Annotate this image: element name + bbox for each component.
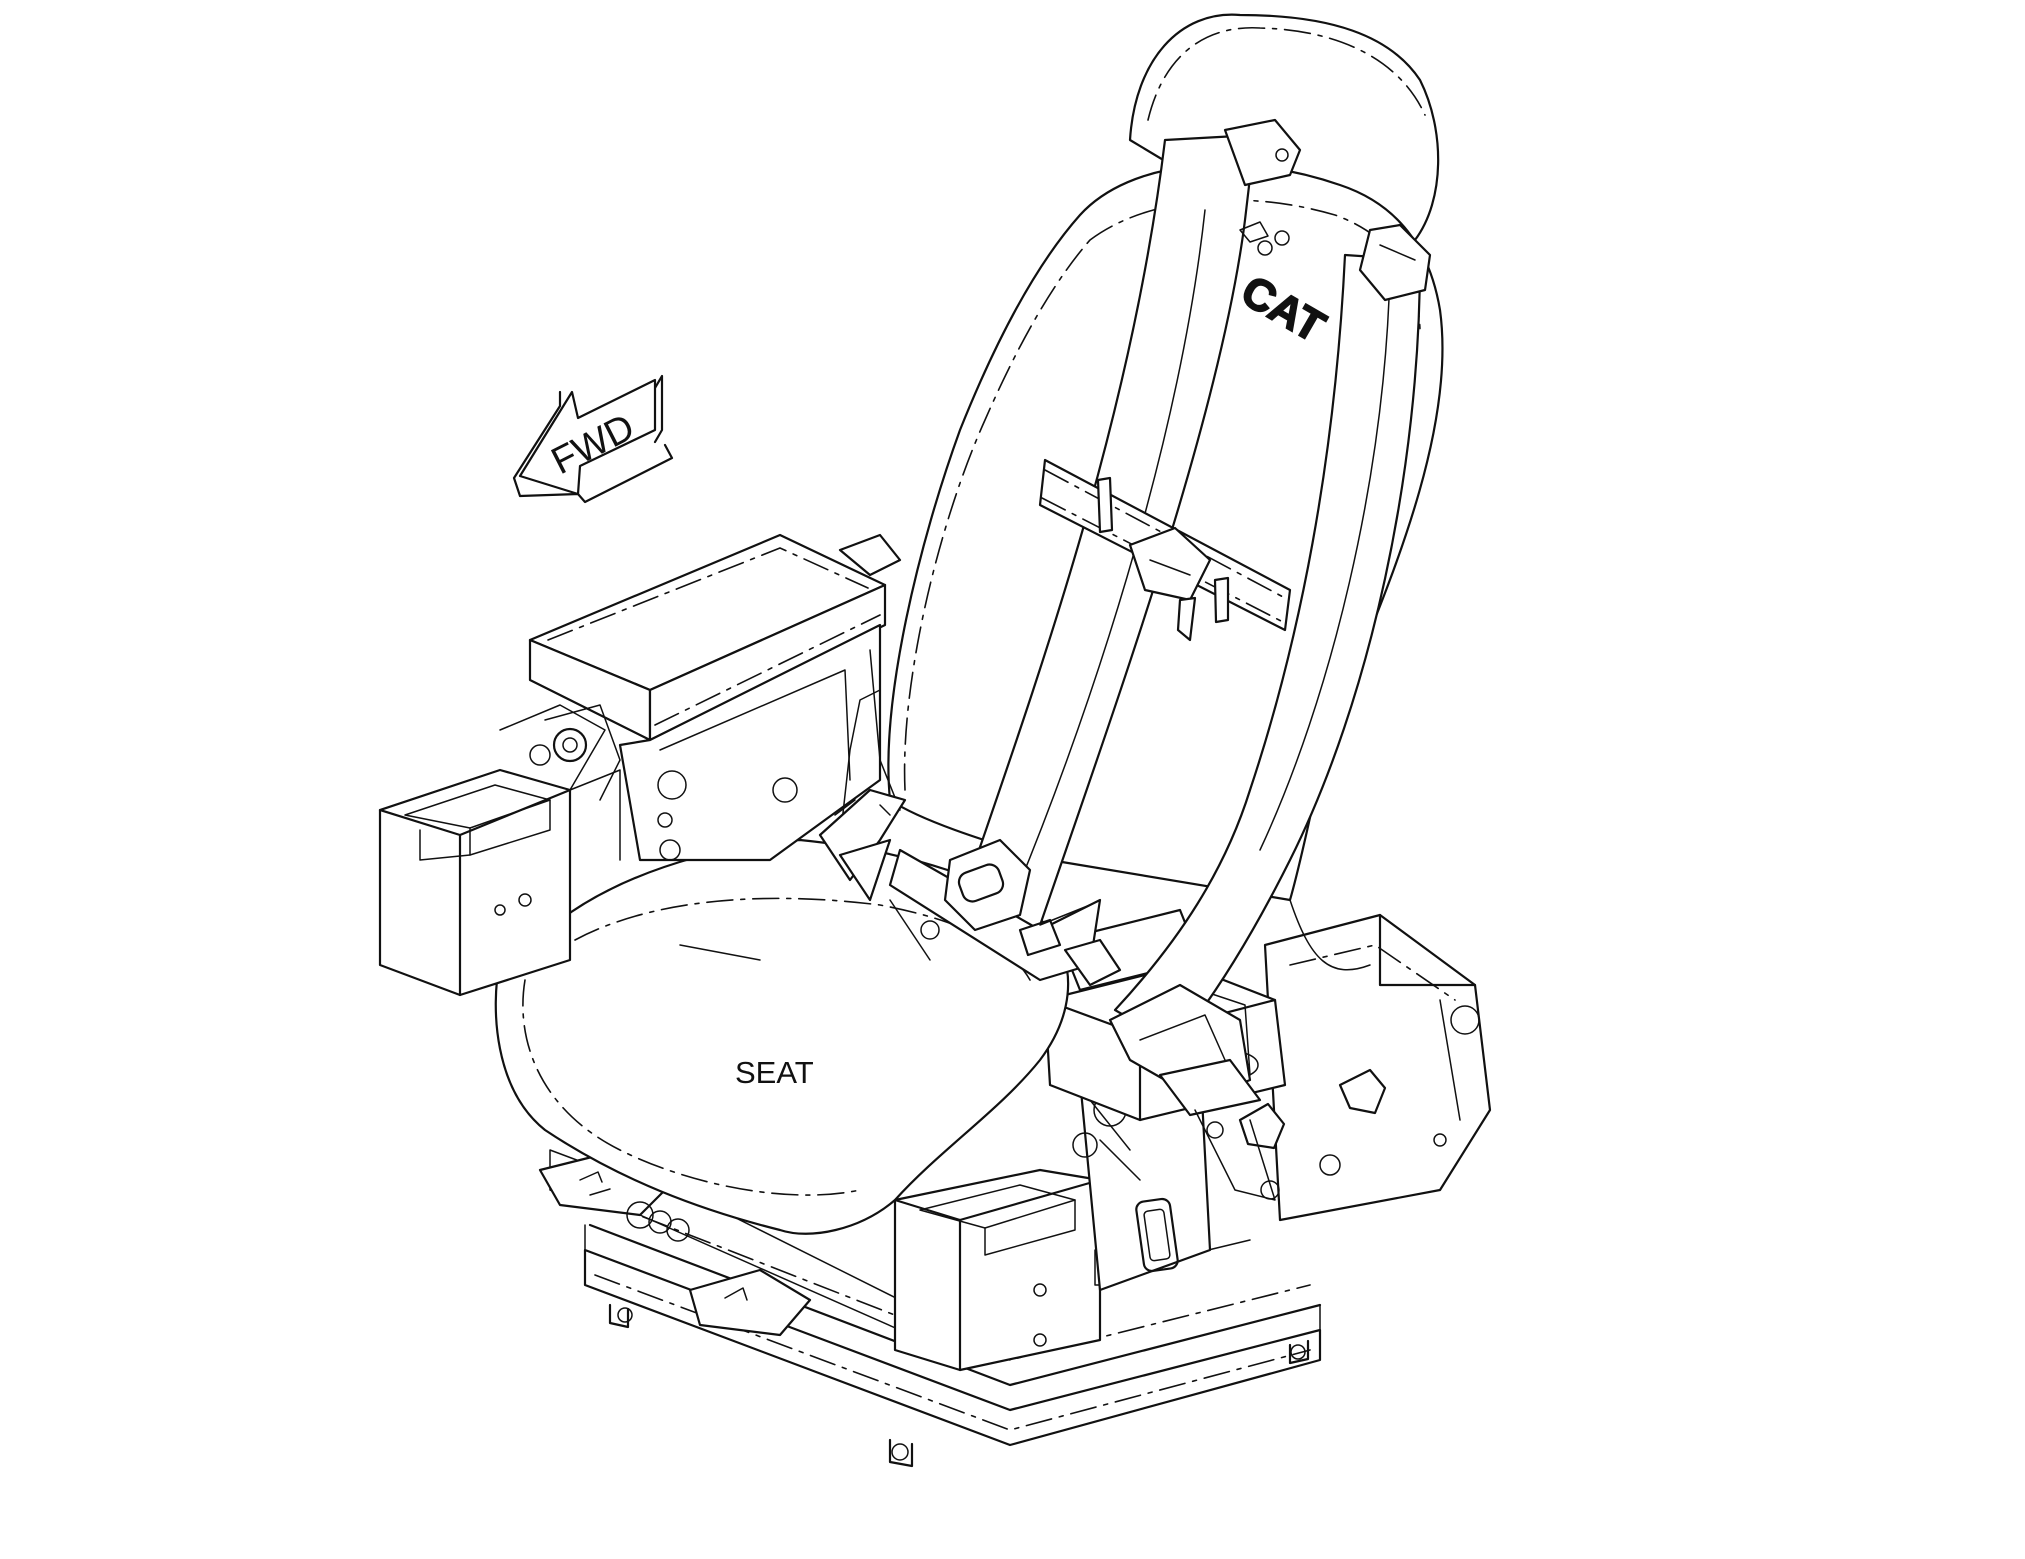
front-adjust-levers (538, 1148, 812, 1337)
seat-cushion: SEAT (494, 838, 1070, 1235)
right-storage-box (893, 1058, 1212, 1372)
forward-direction-arrow: FWD (512, 374, 674, 504)
seat-label: SEAT (735, 1055, 814, 1090)
left-storage-box (378, 704, 621, 997)
left-armrest (528, 533, 902, 862)
lap-belt (818, 788, 1280, 1201)
